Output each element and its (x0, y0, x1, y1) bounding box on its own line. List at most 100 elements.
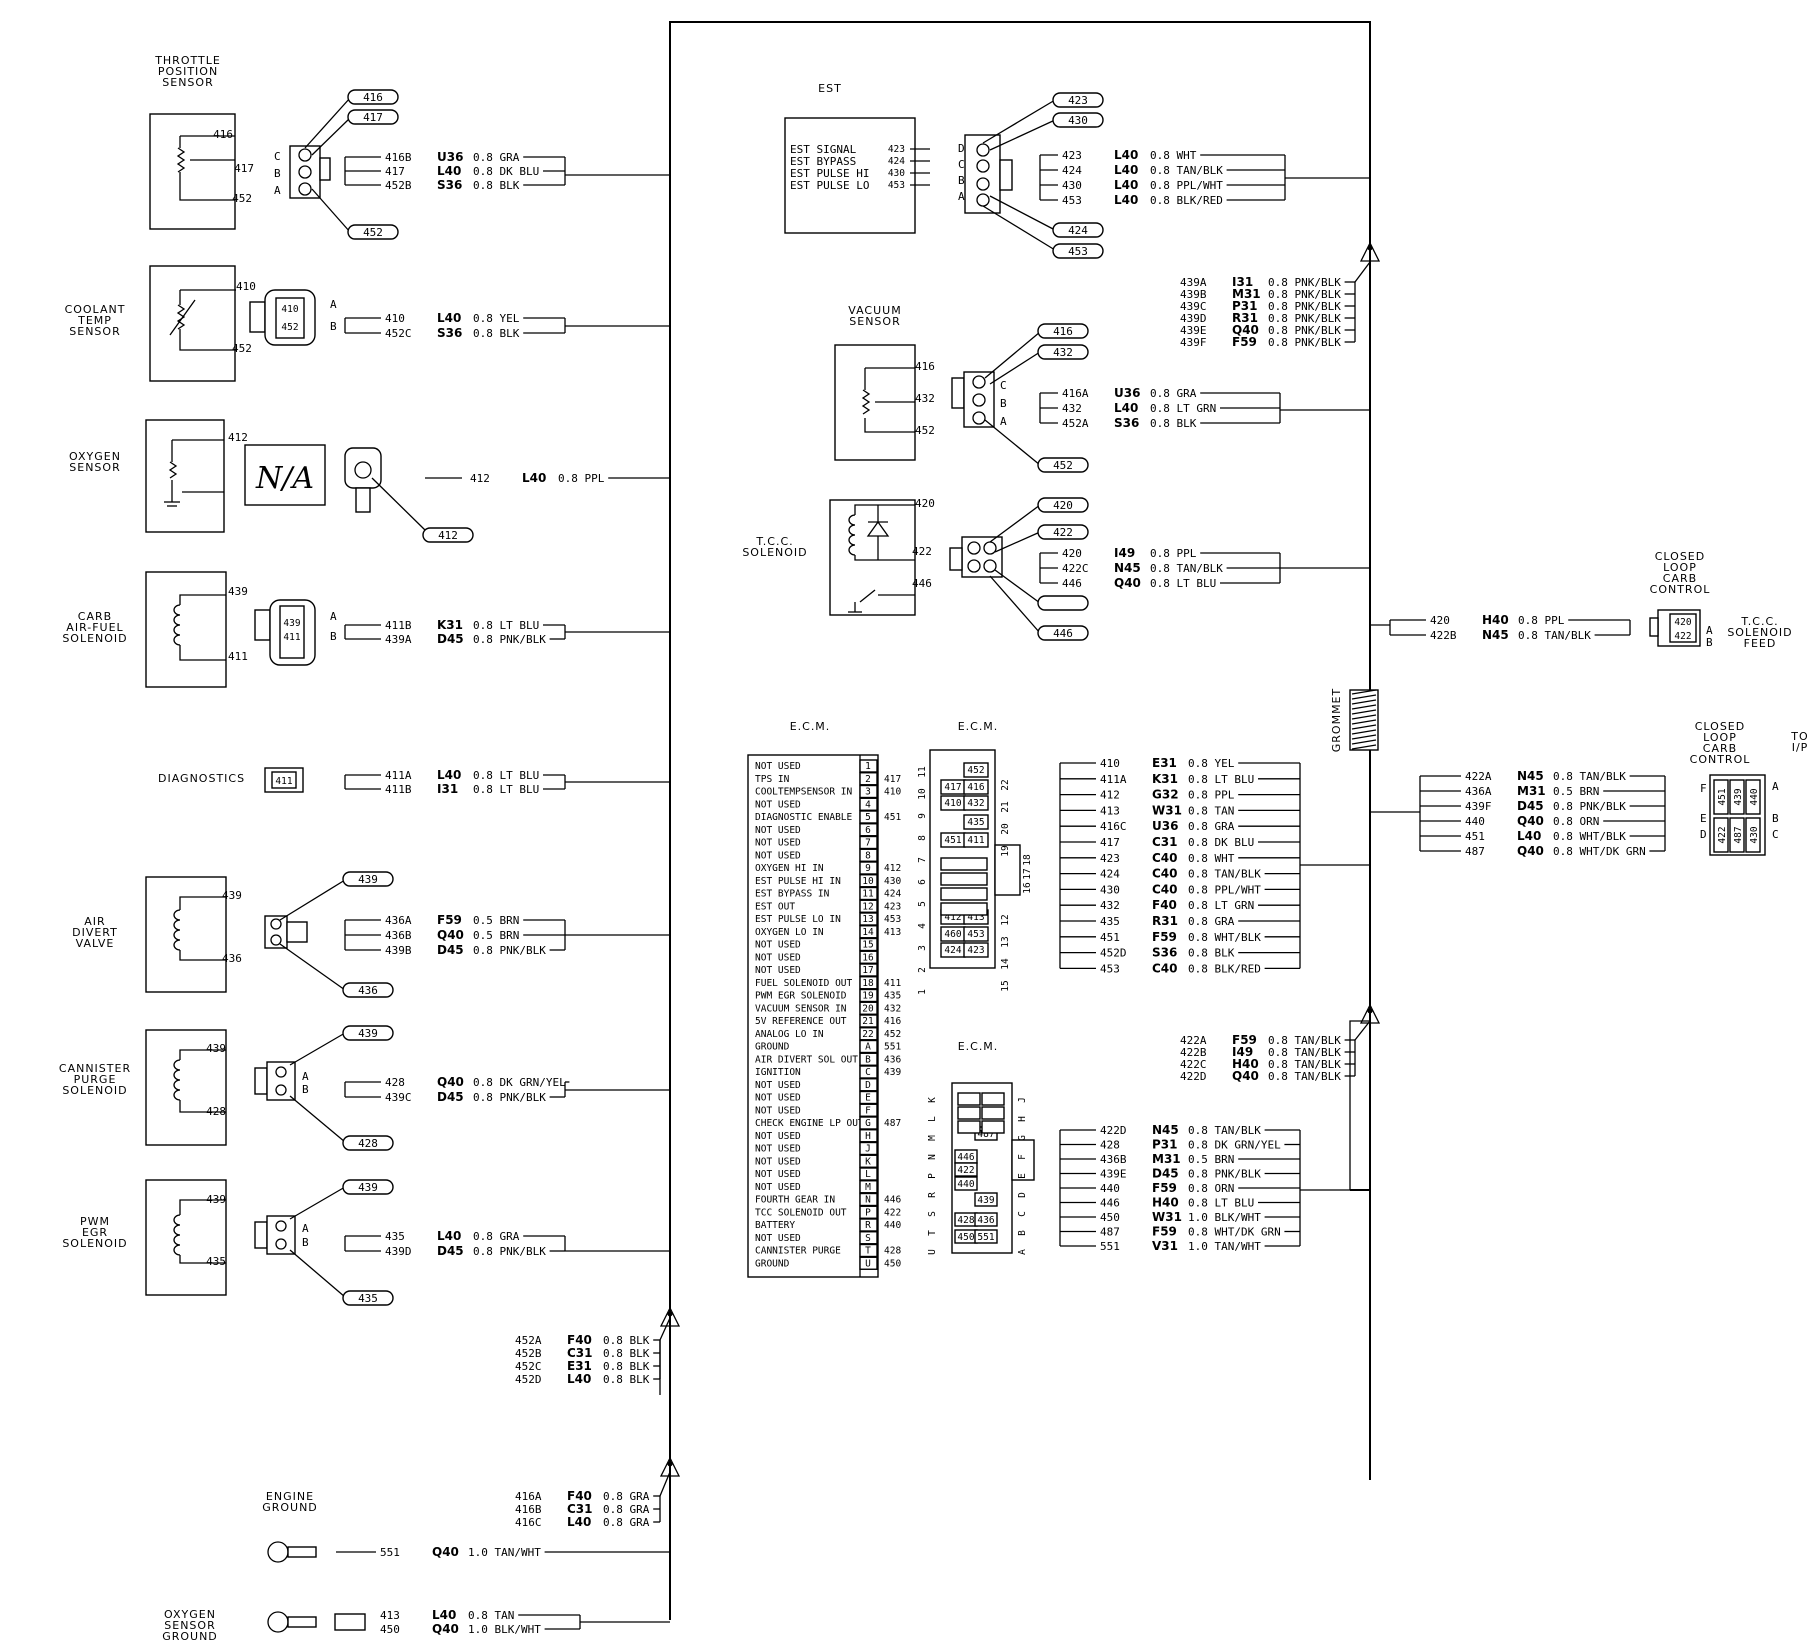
carb-pin: 411 (228, 650, 248, 663)
title-line: VACUUM (848, 304, 901, 317)
ecm1-blank-cavity (940, 902, 988, 916)
ecm-pin: N (865, 1195, 871, 1206)
connector-latch (994, 844, 1021, 896)
ecm2-pin-letter: G (1017, 1135, 1028, 1141)
cavity-id: 422 (957, 1165, 974, 1176)
ecm-function: FUEL SOLENOID OUT (755, 978, 853, 989)
wire-color: 0.8 PPL/WHT (1188, 883, 1261, 896)
ecm-pin: 5 (865, 812, 871, 823)
pin-cavity (983, 559, 997, 573)
connector-latch (1011, 1139, 1035, 1181)
wire (659, 1317, 671, 1341)
wire (989, 575, 1041, 634)
connector-latch (1649, 617, 1659, 637)
ecm-pin: P (865, 1207, 871, 1218)
to-ip-label: TOI/P (1790, 730, 1807, 754)
tag-shape (1037, 457, 1089, 473)
tag-shape (342, 982, 394, 998)
wire-id: 453 (1062, 194, 1082, 207)
wire (311, 188, 351, 233)
wire-color: 0.5 BRN (1553, 785, 1599, 798)
title-line: FEED (1744, 637, 1777, 650)
grommet-hatch (1351, 694, 1377, 700)
ground-terminal (287, 1616, 317, 1628)
ecm1-pin-number: 12 (1000, 914, 1011, 925)
wire-id: 422D (1100, 1124, 1127, 1137)
wire-code: L40 (522, 471, 546, 485)
title-line: SENSOR (162, 76, 213, 89)
wire-color: 0.8 TAN (468, 1609, 514, 1622)
title-line: GROUND (162, 1630, 218, 1643)
wire-id: 450 (1100, 1211, 1120, 1224)
connector-cavity (1745, 779, 1761, 815)
wire-id: 430 (1062, 179, 1082, 192)
ecm-function: EST BYPASS IN (755, 889, 830, 900)
wire-code: U36 (1152, 819, 1178, 833)
pwm-pin: 435 (206, 1255, 226, 1268)
wire (179, 172, 235, 201)
wire-id: 411A (385, 769, 412, 782)
ecm-pin: 10 (862, 876, 874, 887)
title-line: SENSOR (849, 315, 900, 328)
ecm-pin-cell (859, 759, 878, 773)
wire-code: V31 (1152, 1239, 1178, 1253)
wire-id: 439E (1180, 324, 1207, 337)
wire (304, 97, 351, 149)
wire-color: 0.8 GRA (603, 1503, 650, 1516)
wire-color: 0.8 DK GRN/YEL (473, 1076, 566, 1089)
wire-id: 439C (1180, 300, 1207, 313)
cavity-id: 551 (977, 1232, 994, 1243)
connector-latch (319, 157, 331, 181)
wire (1300, 1020, 1370, 1191)
wire-code: D45 (437, 943, 464, 957)
resistor-symbol (168, 461, 178, 479)
wire-code: S36 (437, 326, 462, 340)
ecm2-cavity (974, 1212, 998, 1227)
cannister-coil (173, 1059, 181, 1101)
ecm-pin-cell (859, 1231, 878, 1245)
pin-cavity (967, 559, 981, 573)
wire-code: M31 (1232, 287, 1261, 301)
wire-color: 0.8 PNK/BLK (1268, 312, 1341, 325)
ecm-pin-cell (859, 1052, 878, 1066)
pin-letter: B (958, 174, 965, 187)
ecm-pin-cell (859, 976, 878, 990)
connector-cavity (279, 605, 305, 659)
tag-label: 436 (358, 984, 378, 997)
wire-code: K31 (1152, 772, 1178, 786)
ecm1-pin-number: 3 (917, 945, 928, 951)
ecm-function: NOT USED (755, 965, 801, 976)
wire-code: D45 (437, 1244, 464, 1258)
wire-color: 1.0 BLK/WHT (1188, 1211, 1261, 1224)
wire-id: 423 (1062, 149, 1082, 162)
ecm2-pin-letter: R (927, 1192, 938, 1198)
wire-color: 0.8 TAN/BLK (1268, 1070, 1341, 1083)
ecm-circuit: 417 (884, 774, 901, 785)
ecm2-cavity (974, 1229, 998, 1244)
tag-420: 420 (1037, 497, 1089, 513)
wire-id: 439C (385, 1091, 412, 1104)
pin-letter: D (958, 142, 965, 155)
ecm2-blank-cavity (981, 1092, 1005, 1106)
ecm1-pin-number: 10 (917, 788, 928, 800)
tag-shape (1037, 595, 1089, 611)
ecm-function: CHECK ENGINE LP OUT (755, 1118, 864, 1129)
wire-code: I31 (437, 782, 458, 796)
wire-color: 0.8 ORN (1553, 815, 1599, 828)
tag-436: 436 (342, 982, 394, 998)
wire-color: 0.8 PNK/BLK (1268, 336, 1341, 349)
wire-id: 412 (470, 472, 490, 485)
tag-446: 446 (1037, 625, 1089, 641)
cavity-id: 439 (283, 618, 300, 629)
resistor-symbol (176, 147, 186, 173)
tag-435: 435 (342, 1290, 394, 1306)
ecm-circuit: 411 (884, 978, 901, 989)
grommet-hatch (1351, 739, 1377, 745)
wire-color: 0.8 TAN/BLK (1150, 562, 1223, 575)
ecm-pin-cell (859, 835, 878, 850)
